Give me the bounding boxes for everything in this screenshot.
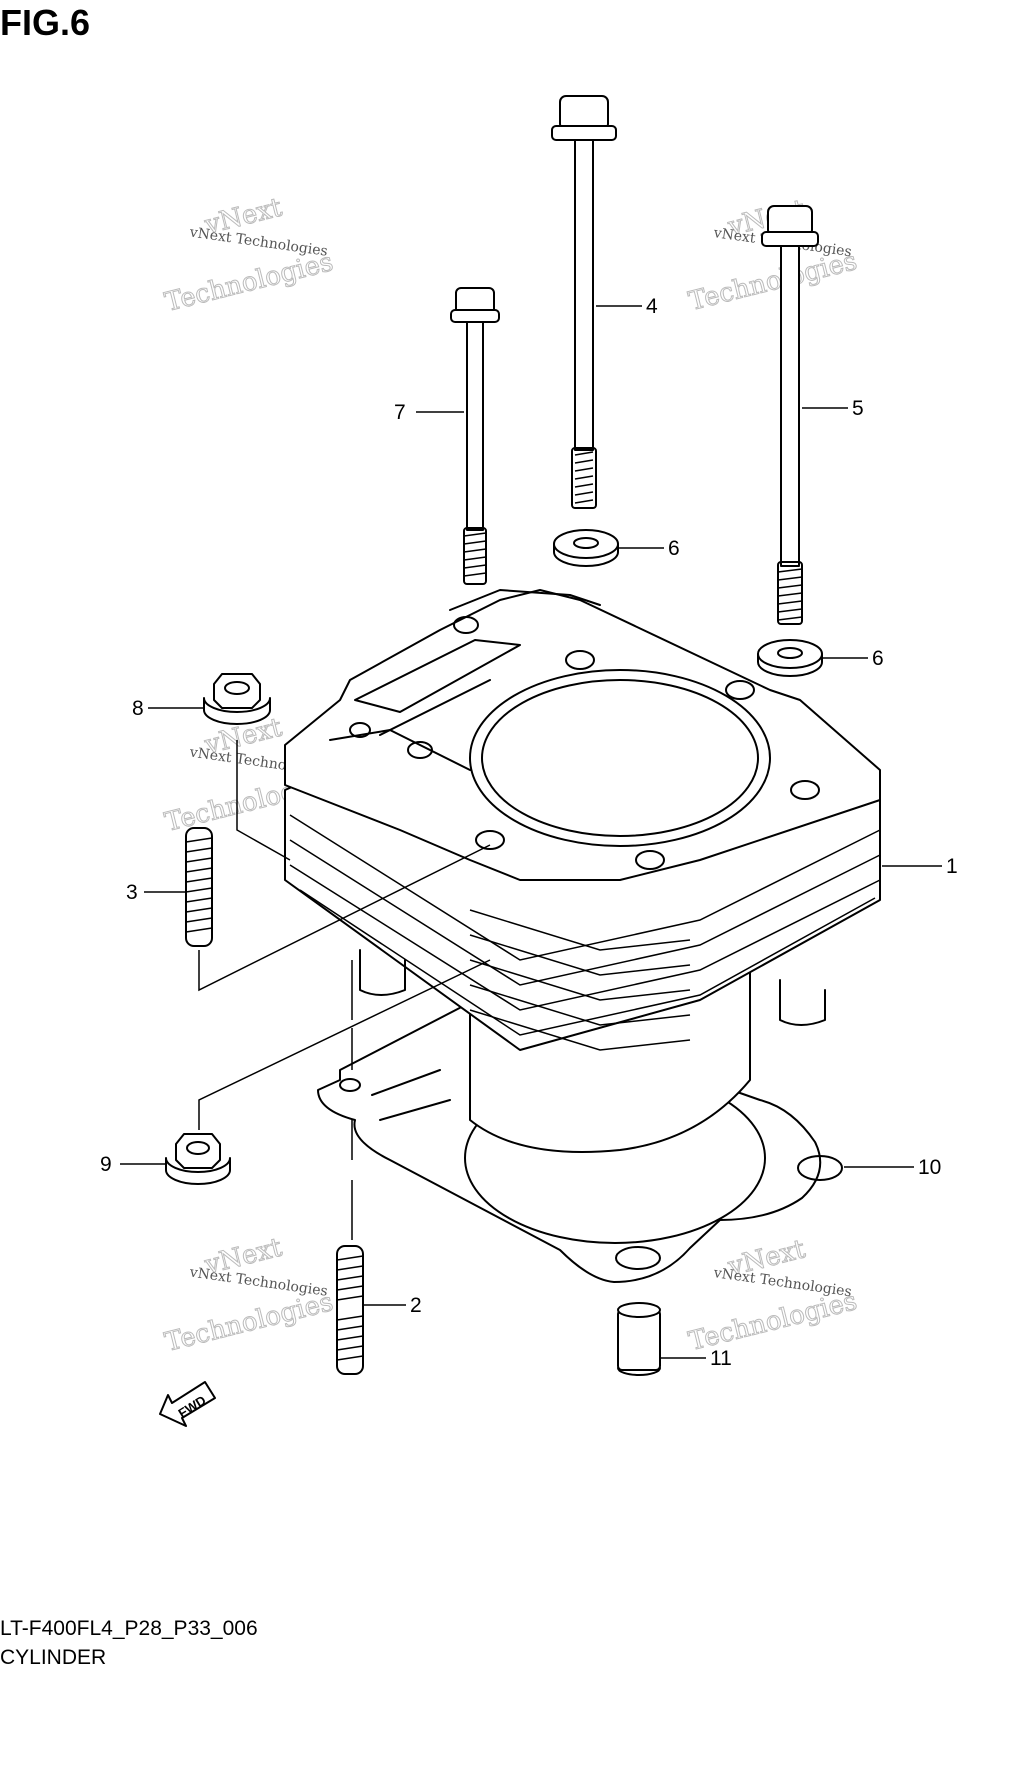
part-4-long-bolt: [551, 95, 617, 509]
watermark-bottom-left: vNext vNext Technologies Technologies: [161, 1232, 336, 1358]
part-2-stud-lower: [336, 1245, 364, 1375]
assembly-guide-lines: [198, 740, 491, 1240]
callout-10: 10: [918, 1156, 941, 1179]
figure-code: LT-F400FL4_P28_P33_006: [0, 1617, 258, 1640]
part-8-flange-nut: [203, 673, 271, 725]
callout-11: 11: [710, 1347, 732, 1370]
watermark-bottom-right: vNext vNext Technologies Technologies: [685, 1234, 860, 1358]
part-9-flange-nut: [165, 1133, 231, 1185]
part-11-dowel-pin: [617, 1302, 661, 1376]
part-6-washer-lower: [757, 639, 823, 677]
part-6-washer-upper: [553, 529, 619, 567]
callout-9: 9: [100, 1153, 112, 1176]
figure-name: CYLINDER: [0, 1646, 107, 1669]
figure-title: FIG.6: [0, 2, 91, 43]
svg-text:Technologies: Technologies: [162, 1287, 336, 1358]
part-1-cylinder-block: [284, 589, 881, 1153]
callout-8: 8: [132, 697, 144, 720]
callout-6-upper: 6: [668, 537, 680, 560]
part-5-bolt-right: [761, 205, 819, 625]
watermark-top-left: vNext vNext Technologies Technologies: [161, 192, 336, 318]
part-3-stud-left: [185, 827, 213, 947]
callout-2: 2: [410, 1294, 422, 1317]
callout-6-lower: 6: [872, 647, 884, 670]
callout-3: 3: [126, 881, 138, 904]
svg-text:Technologies: Technologies: [686, 246, 860, 317]
callout-5: 5: [852, 397, 864, 420]
svg-text:Technologies: Technologies: [162, 247, 336, 318]
callout-1: 1: [946, 855, 958, 878]
callout-7: 7: [394, 401, 406, 424]
callout-4: 4: [646, 295, 658, 318]
part-7-bolt-left: [450, 287, 500, 585]
fwd-direction-arrow-icon: FWD: [159, 1381, 216, 1427]
leader-lines: [120, 305, 942, 1359]
